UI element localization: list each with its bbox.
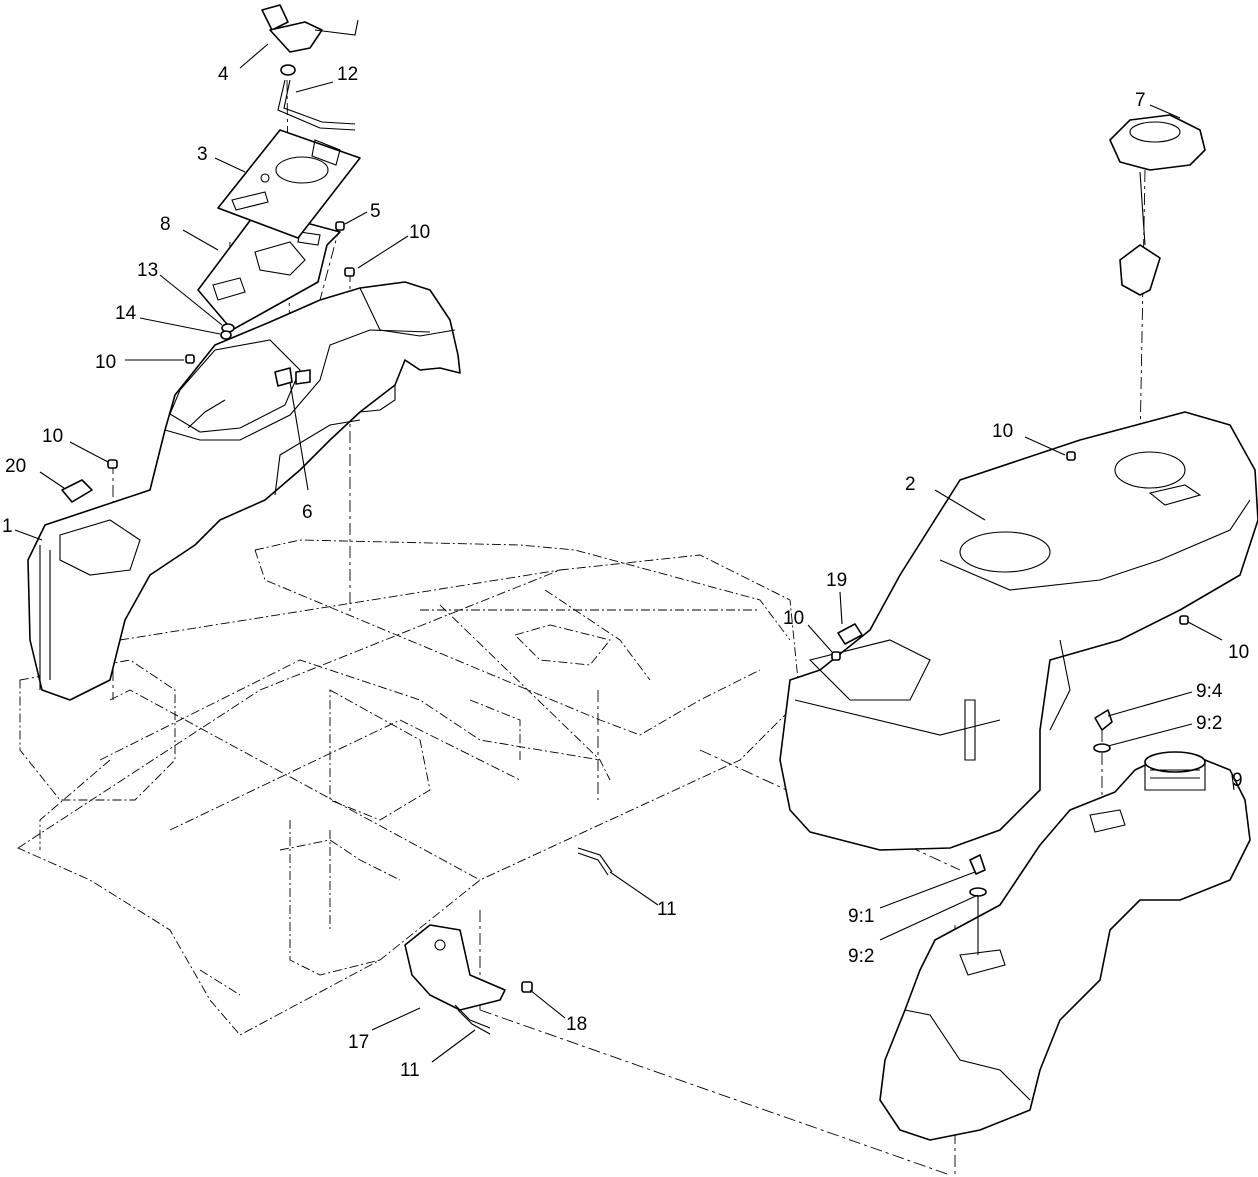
callout-9-1: 9:1: [848, 906, 874, 927]
shift-plate-part-3: [217, 129, 361, 239]
callout-12: 12: [337, 64, 358, 85]
callout-7: 7: [1135, 90, 1146, 111]
callout-6: 6: [302, 502, 313, 523]
callout-11-lower: 11: [400, 1060, 420, 1081]
chassis-frame: [17, 539, 801, 1036]
callout-5: 5: [370, 201, 381, 222]
fitting-part-9-1: [969, 854, 986, 875]
callout-10-left: 10: [95, 352, 116, 373]
fuel-line-part-11-upper: [577, 847, 613, 876]
decal-part-19: [837, 623, 863, 645]
bracket-part-17: [404, 924, 506, 1011]
callout-10-right-top: 10: [992, 421, 1013, 442]
callout-19: 19: [826, 570, 847, 591]
callout-1: 1: [2, 516, 13, 537]
callout-8: 8: [160, 214, 171, 235]
screw-part-10-right-front: [831, 651, 841, 661]
screw-part-10-fender: [107, 459, 118, 469]
callout-2: 2: [905, 474, 916, 495]
callout-10-top: 10: [409, 222, 430, 243]
fitting-part-9-4: [1094, 709, 1113, 731]
screw-part-10-left: [185, 354, 195, 364]
callout-20: 20: [5, 456, 26, 477]
grommet-part-9-2-top: [1093, 743, 1111, 753]
callout-9-2-bottom: 9:2: [848, 946, 874, 967]
callout-10-right-side: 10: [1228, 642, 1249, 663]
fuel-line-part-11-lower: [454, 1004, 491, 1035]
fuel-tank-part-9: [879, 751, 1251, 1141]
console-panel-part-8: [197, 209, 341, 331]
screw-part-10-top: [344, 267, 355, 277]
fuel-cap-part-7: [1109, 114, 1206, 296]
shift-lever-part-12: [277, 79, 356, 131]
callout-17: 17: [348, 1032, 369, 1053]
callout-9-4: 9:4: [1196, 681, 1223, 702]
callout-4: 4: [218, 64, 229, 85]
callout-13: 13: [137, 260, 158, 281]
screw-part-5: [335, 221, 345, 231]
callout-11-upper: 11: [657, 899, 677, 920]
callout-10-fender: 10: [42, 426, 63, 447]
screw-part-18: [521, 981, 533, 993]
shift-knob-part-4: [261, 4, 359, 76]
screw-part-10-right-side: [1179, 615, 1189, 625]
grommet-part-9-2-bottom: [969, 887, 987, 955]
callout-9-2-top: 9:2: [1196, 713, 1222, 734]
clip-part-6: [274, 367, 311, 387]
decal-part-20: [61, 479, 93, 503]
nut-part-14: [220, 330, 232, 340]
callout-10-right-front: 10: [783, 608, 804, 629]
right-fender-part-2: [779, 411, 1258, 851]
callout-14: 14: [115, 303, 137, 324]
callout-labels: 4 12 3 8 5 10 13 14 10 10 20 1 6 7 10 2 …: [2, 64, 1249, 1081]
callout-18: 18: [566, 1014, 587, 1035]
callout-3: 3: [197, 144, 208, 165]
screw-part-10-right-top: [1066, 451, 1076, 461]
leader-lines: [14, 43, 1235, 1063]
left-fender-console-part-1: [27, 281, 461, 701]
callout-9: 9: [1232, 770, 1243, 791]
